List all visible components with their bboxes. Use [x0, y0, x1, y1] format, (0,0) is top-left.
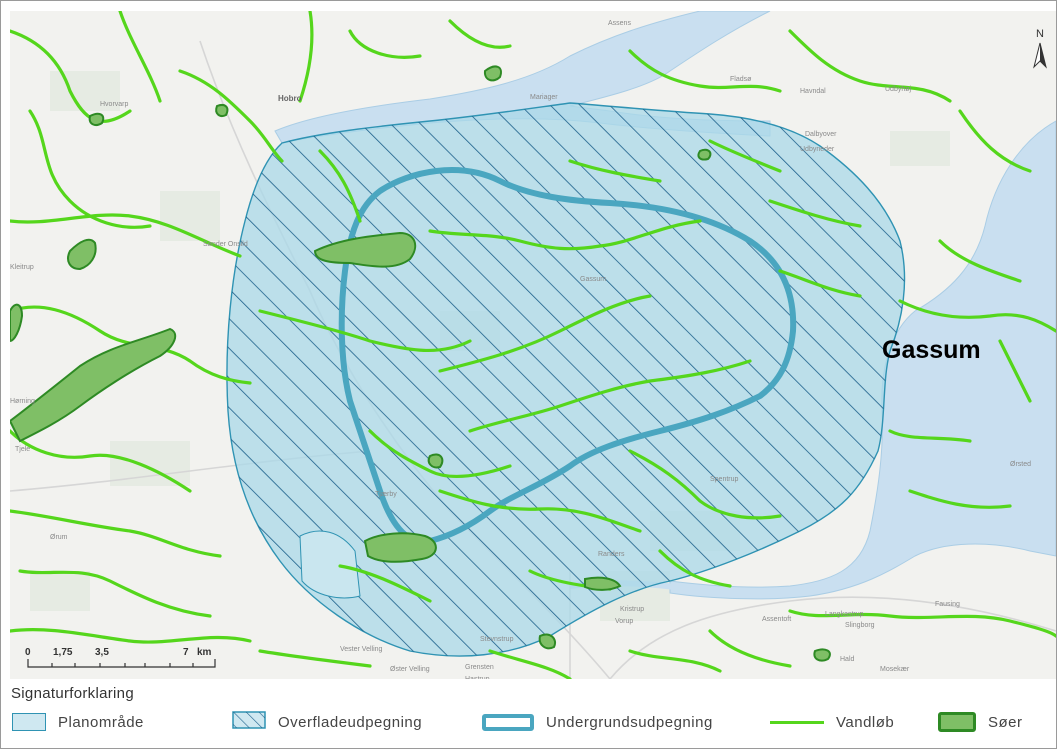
scale-tick-2: 3,5 — [95, 647, 109, 658]
svg-text:Spentrup: Spentrup — [710, 476, 739, 483]
legend-item-underground: Undergrundsudpegning — [482, 711, 713, 733]
svg-text:Langkastrup: Langkastrup — [825, 611, 864, 618]
svg-text:Ørum: Ørum — [50, 534, 68, 541]
stream-line-icon — [770, 720, 824, 724]
svg-text:Kleitrup: Kleitrup — [10, 264, 34, 271]
svg-text:Mariager: Mariager — [530, 94, 558, 101]
svg-text:Grensten: Grensten — [465, 664, 494, 671]
north-arrow-icon: N — [1033, 28, 1047, 69]
north-label: N — [1036, 28, 1044, 40]
svg-text:Hastrup: Hastrup — [465, 676, 490, 679]
svg-text:Sønder Onsild: Sønder Onsild — [203, 241, 248, 248]
legend-title: Signaturforklaring — [11, 685, 134, 702]
svg-text:Fladsø: Fladsø — [730, 76, 752, 83]
svg-text:Vester Velling: Vester Velling — [340, 646, 383, 653]
svg-text:Hald: Hald — [840, 656, 855, 663]
svg-text:Assentoft: Assentoft — [762, 616, 791, 623]
svg-text:Hvorvarp: Hvorvarp — [100, 101, 129, 108]
scale-tick-1: 1,75 — [53, 647, 73, 658]
svg-text:Ørsted: Ørsted — [1010, 461, 1031, 468]
legend-label: Overfladeudpegning — [278, 713, 423, 731]
lake-icon — [938, 712, 976, 732]
legend: Signaturforklaring Planområde Overfladeu… — [10, 681, 1056, 747]
map-view[interactable]: Hobro Assens Randers Kleitrup Vorup Asse… — [10, 11, 1056, 679]
svg-text:Slingborg: Slingborg — [845, 622, 875, 629]
svg-text:Stevnstrup: Stevnstrup — [480, 636, 514, 643]
east-water — [669, 120, 1056, 600]
svg-text:Gassum: Gassum — [580, 276, 606, 283]
scale-unit: km — [197, 647, 212, 658]
scale-tick-3: 7 — [183, 647, 189, 658]
legend-label: Planområde — [58, 713, 144, 731]
svg-text:Mosekær: Mosekær — [880, 666, 910, 673]
svg-text:Vorup: Vorup — [615, 618, 633, 625]
legend-label: Søer — [988, 713, 1023, 731]
legend-label: Undergrundsudpegning — [546, 713, 713, 731]
svg-text:Hobro: Hobro — [278, 94, 302, 103]
svg-text:Assens: Assens — [608, 20, 631, 27]
legend-item-lake: Søer — [938, 711, 1023, 733]
lakes — [10, 65, 831, 662]
svg-text:Randers: Randers — [598, 551, 625, 558]
scale-bar: 0 1,75 3,5 7 km — [25, 647, 216, 668]
streams — [10, 11, 1056, 679]
plan-pocket — [299, 530, 361, 599]
underground-boundary[interactable] — [338, 167, 797, 545]
svg-text:Hørning: Hørning — [10, 398, 35, 405]
legend-item-stream: Vandløb — [770, 711, 894, 733]
map-canvas: Hobro Assens Randers Kleitrup Vorup Asse… — [10, 11, 1056, 679]
legend-item-surface: Overfladeudpegning — [232, 710, 423, 734]
svg-text:Havndal: Havndal — [800, 88, 826, 95]
underground-line-icon — [482, 713, 534, 731]
legend-label: Vandløb — [836, 713, 895, 731]
svg-text:Dalbyover: Dalbyover — [805, 131, 837, 138]
svg-text:Øster Velling: Øster Velling — [390, 666, 430, 673]
gassum-label: Gassum — [882, 336, 981, 364]
svg-text:Udbyhøj: Udbyhøj — [885, 86, 912, 93]
hatched-area-icon — [232, 710, 266, 734]
legend-item-plan-area: Planområde — [12, 711, 144, 733]
svg-text:Udbyneder: Udbyneder — [800, 146, 835, 153]
svg-text:Tjele: Tjele — [15, 446, 30, 453]
scale-tick-0: 0 — [25, 647, 31, 658]
svg-text:Kristrup: Kristrup — [620, 606, 644, 613]
place-labels: Hobro Assens Randers Kleitrup Vorup Asse… — [10, 20, 1031, 679]
svg-text:Tjærby: Tjærby — [375, 491, 397, 498]
plan-area-icon — [12, 713, 46, 731]
svg-text:Fausing: Fausing — [935, 601, 960, 608]
